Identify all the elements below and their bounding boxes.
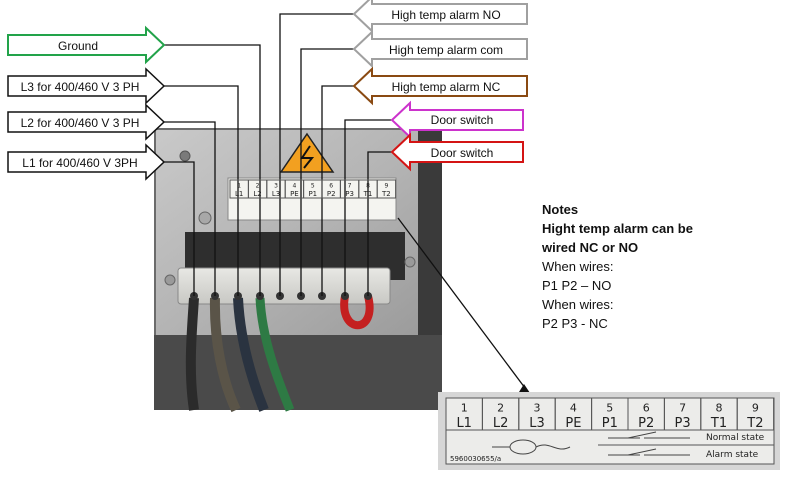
- notes-line-2: wired NC or NO: [542, 240, 639, 255]
- terminal-number-9: 9: [752, 401, 759, 414]
- terminal-code-L2: L2: [493, 416, 509, 431]
- ground-label: Ground: [58, 39, 98, 53]
- sticker-code-P1: P1: [308, 190, 317, 198]
- l2-label: L2 for 400/460 V 3 PH: [21, 116, 140, 130]
- sticker-number-7: 7: [348, 183, 352, 190]
- normal-state-text: Normal state: [706, 433, 765, 443]
- sticker-code-L2: L2: [253, 190, 261, 198]
- terminal-code-T1: T1: [710, 416, 727, 431]
- high-temp-no-label: High temp alarm NO: [391, 8, 500, 22]
- l3-label: L3 for 400/460 V 3 PH: [21, 80, 140, 94]
- terminal-code-PE: PE: [565, 416, 581, 431]
- l3-arrow: L3 for 400/460 V 3 PH: [7, 67, 166, 105]
- l1-arrow: L1 for 400/460 V 3PH: [7, 143, 166, 181]
- terminal-number-6: 6: [643, 401, 650, 414]
- high-temp-no-arrow: High temp alarm NO: [352, 0, 528, 34]
- terminal-code-L3: L3: [529, 416, 545, 431]
- sticker-code-T2: T2: [381, 190, 391, 198]
- sticker-number-4: 4: [292, 183, 296, 190]
- electrical-hazard-icon: [279, 132, 335, 173]
- thermostat-icon: [492, 439, 571, 455]
- sticker-code-P2: P2: [327, 190, 336, 198]
- terminal-number-2: 2: [497, 401, 504, 414]
- equipment-photo: [154, 128, 442, 413]
- terminal-number-5: 5: [606, 401, 613, 414]
- sticker-code-T1: T1: [363, 190, 373, 198]
- sticker-cell-9: [376, 179, 397, 199]
- terminal-code-L1: L1: [456, 416, 472, 431]
- notes-line-5: When wires:: [542, 297, 614, 312]
- switch-symbols: [608, 431, 690, 456]
- terminal-number-7: 7: [679, 401, 686, 414]
- high-temp-com-arrow: High temp alarm com: [352, 29, 528, 69]
- l2-arrow: L2 for 400/460 V 3 PH: [7, 103, 166, 141]
- ground-arrow: Ground: [7, 25, 166, 65]
- door-switch-2-arrow: Door switch: [390, 132, 524, 172]
- terminal-code-T2: T2: [746, 416, 763, 431]
- terminal-number-3: 3: [534, 401, 541, 414]
- notes-line-6: P2 P3 - NC: [542, 316, 608, 331]
- terminal-number-8: 8: [716, 401, 723, 414]
- door-switch-1-label: Door switch: [431, 113, 494, 127]
- high-temp-com-label: High temp alarm com: [389, 43, 503, 57]
- sticker-code-L3: L3: [272, 190, 280, 198]
- terminal-code-P3: P3: [675, 416, 691, 431]
- leader-lines: [164, 13, 529, 393]
- terminal-cell-9: [736, 397, 775, 431]
- sticker-number-1: 1: [237, 183, 241, 190]
- door-switch-1-arrow: Door switch: [390, 100, 524, 140]
- alarm-state-text: Alarm state: [706, 450, 759, 460]
- sticker-number-6: 6: [329, 183, 333, 190]
- terminal-number-4: 4: [570, 401, 577, 414]
- notes-line-3: When wires:: [542, 259, 614, 274]
- sticker-code-PE: PE: [290, 190, 299, 198]
- sticker-number-5: 5: [311, 183, 315, 190]
- terminal-number-1: 1: [461, 401, 468, 414]
- photo-wires: [185, 295, 374, 413]
- serial-number-text: 5960030655/a: [450, 455, 501, 463]
- sticker-number-3: 3: [274, 183, 278, 190]
- terminal-label-zoom: 1L1 2L2 3L3 4PE 5P1 6P2 7P3 8T1 9T2 Normal state…: [438, 392, 780, 470]
- notes-title: Notes: [542, 202, 579, 217]
- sticker-number-2: 2: [256, 183, 260, 190]
- notes-line-1: Hight temp alarm can be: [542, 221, 693, 236]
- high-temp-nc-label: High temp alarm NC: [392, 80, 501, 94]
- terminal-code-P2: P2: [638, 416, 654, 431]
- high-temp-nc-arrow: High temp alarm NC: [352, 66, 528, 106]
- sticker-number-9: 9: [384, 183, 388, 190]
- notes-panel: Notes Hight temp alarm can be wired NC o…: [542, 200, 782, 333]
- notes-line-4: P1 P2 – NO: [542, 278, 612, 293]
- terminal-code-P1: P1: [602, 416, 618, 431]
- photo-sticker-text: 1L1 2L2 3L3 4PE 5P1 6P2 7P3 8T1 9T2: [229, 179, 397, 199]
- sticker-code-L1: L1: [235, 190, 243, 198]
- sticker-number-8: 8: [366, 183, 370, 190]
- sticker-code-P3: P3: [345, 190, 354, 198]
- door-switch-2-label: Door switch: [431, 146, 494, 160]
- l1-label: L1 for 400/460 V 3PH: [22, 156, 137, 170]
